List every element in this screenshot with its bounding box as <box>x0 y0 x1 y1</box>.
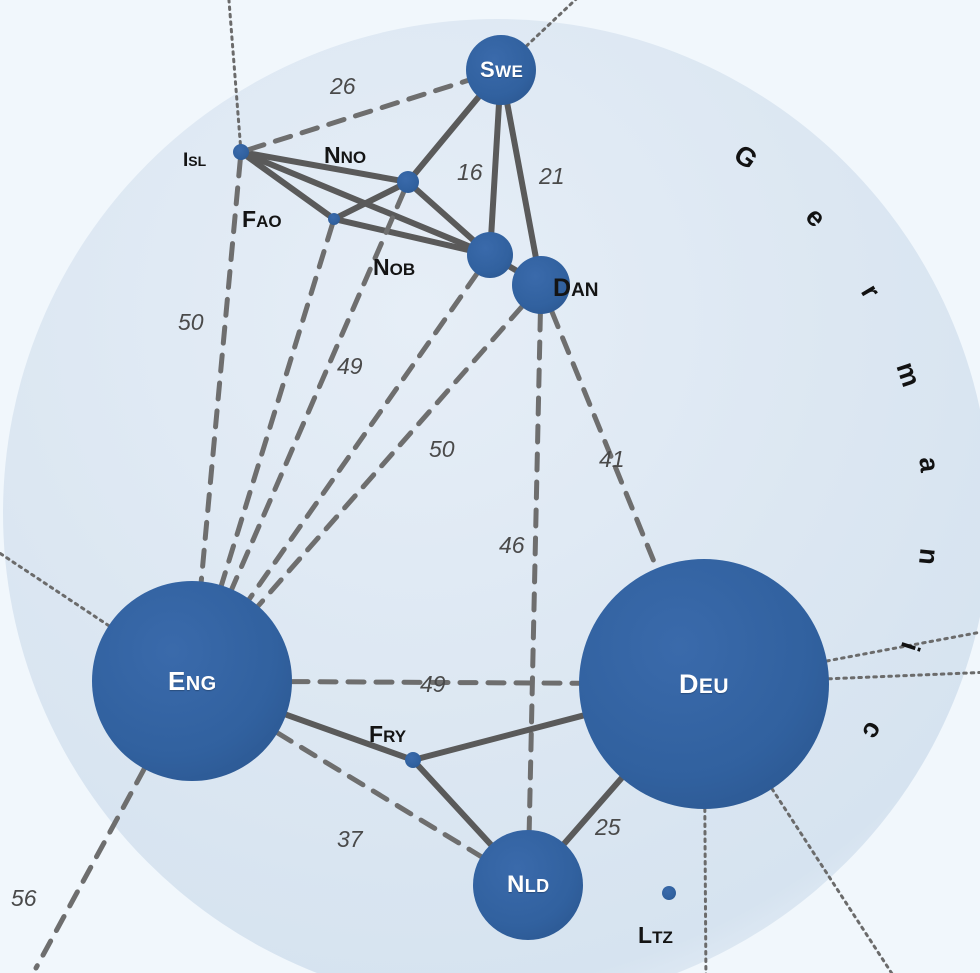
edge-fry-nld <box>415 762 494 848</box>
external-edge-isl <box>227 0 242 146</box>
background-circle-layer <box>3 19 980 973</box>
edge-nno-nob <box>413 186 476 243</box>
edge-swe-nob <box>488 101 502 236</box>
edge-nno-swe <box>412 93 482 177</box>
node-nno[interactable] <box>397 171 419 193</box>
edge-isl-swe <box>246 78 471 153</box>
edge-isl-nno <box>245 150 401 184</box>
node-ltz[interactable] <box>662 886 676 900</box>
edge-dan-deu <box>549 309 660 571</box>
edge-eng-deu <box>289 679 582 686</box>
external-edge-deu <box>770 787 894 973</box>
edge-eng-nld <box>274 730 484 859</box>
node-dan[interactable] <box>512 256 570 314</box>
edge-layer <box>198 78 660 859</box>
edge-fry-deu <box>417 712 587 761</box>
node-fao[interactable] <box>328 213 340 225</box>
node-nob[interactable] <box>467 232 513 278</box>
external-edge-swe <box>524 0 578 48</box>
node-swe[interactable] <box>466 35 536 105</box>
edge-fao-nob <box>336 217 471 253</box>
external-edge-deu <box>703 807 708 973</box>
edge-fao-nno <box>336 183 402 220</box>
node-deu[interactable] <box>579 559 829 809</box>
edge-dan-nld <box>526 311 543 833</box>
edge-isl-eng <box>198 157 243 584</box>
edge-nno-eng <box>229 189 407 592</box>
edge-eng-fry <box>283 711 409 761</box>
node-nld[interactable] <box>473 830 583 940</box>
edge-dan-eng <box>255 304 525 609</box>
node-layer <box>92 35 829 940</box>
edge-nld-deu <box>561 775 625 847</box>
edge-nob-eng <box>246 271 480 602</box>
external-edge-deu <box>827 670 980 681</box>
external-edge-eng <box>0 551 111 628</box>
family-name-letter: n <box>913 546 945 567</box>
external-edge-eng <box>33 766 147 971</box>
edge-nob-dan <box>506 263 520 274</box>
edge-swe-dan <box>504 101 539 260</box>
node-isl[interactable] <box>233 144 249 160</box>
node-eng[interactable] <box>92 581 292 781</box>
edge-fao-eng <box>218 222 335 588</box>
edge-isl-nob <box>245 152 472 250</box>
external-edge-deu <box>825 630 980 663</box>
edge-isl-fao <box>244 153 333 219</box>
family-region-circle <box>3 19 980 973</box>
node-fry[interactable] <box>405 752 421 768</box>
